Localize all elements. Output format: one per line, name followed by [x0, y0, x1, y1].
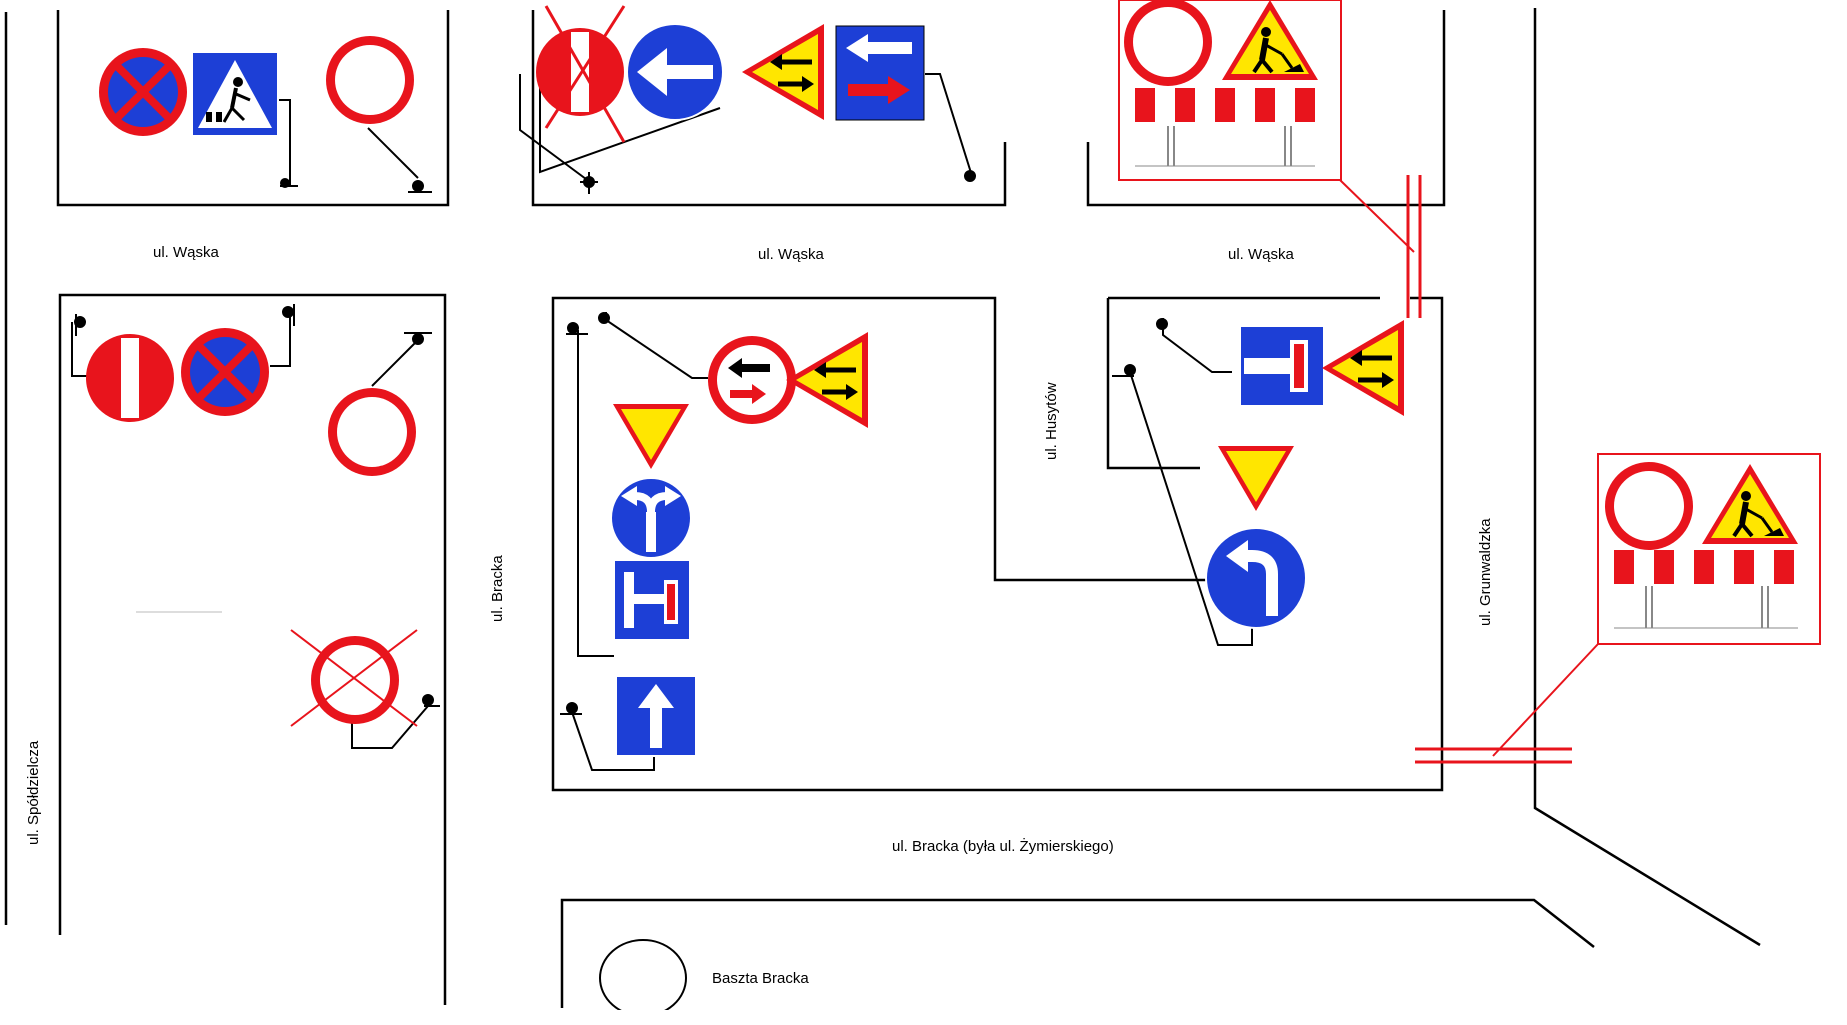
street-label-bracka: ul. Bracka: [489, 555, 506, 622]
road-works-panel-top: [1118, 0, 1422, 318]
road-outlines: [4, 8, 1761, 1008]
sign-no-stopping-2: [181, 328, 269, 416]
baszta-bracka-circle: [599, 939, 687, 1017]
sign-yield-1: [613, 404, 689, 469]
sign-dead-end: [1239, 325, 1325, 407]
sign-no-overtaking-oncoming: [708, 336, 796, 424]
sign-posts: [71, 73, 1253, 771]
sign-no-vehicles-2: [328, 388, 416, 476]
sign-dead-end-side: [613, 559, 691, 641]
sign-two-way-1: [742, 24, 824, 120]
sign-yield-2: [1218, 446, 1294, 511]
street-label-bracka-main: ul. Bracka (była ul. Żymierskiego): [892, 837, 1114, 855]
sign-no-entry-left: [86, 334, 174, 422]
sign-two-way-2: [786, 332, 868, 428]
sign-no-entry-crossed: [536, 5, 626, 143]
sign-two-way-3: [1322, 320, 1404, 416]
road-works-panel-right: [1415, 453, 1821, 764]
street-label-waska-3: ul. Wąska: [1228, 246, 1295, 263]
street-label-grunwaldzka: ul. Grunwaldzka: [1477, 518, 1494, 626]
landmark-label-baszta: Baszta Bracka: [712, 970, 809, 987]
sign-one-way-counterflow: [835, 25, 925, 121]
street-label-waska-1: ul. Wąska: [153, 244, 220, 261]
sign-no-vehicles-crossed: [290, 629, 418, 727]
street-label-husytow: ul. Husytów: [1043, 382, 1060, 460]
sign-pedestrian-crossing-1: [191, 51, 279, 137]
bottom-mask: [0, 1010, 1847, 1025]
sign-no-vehicles-1: [326, 36, 414, 124]
sign-no-stopping-1: [99, 48, 187, 136]
sign-turn-left: [1205, 527, 1307, 629]
sign-one-way-straight: [615, 675, 697, 757]
street-label-waska-2: ul. Wąska: [758, 246, 825, 263]
sign-left-or-right: [610, 477, 692, 559]
sign-turn-left-mandatory: [626, 23, 724, 121]
street-label-spoldzielcza: ul. Spółdzielcza: [25, 740, 42, 845]
